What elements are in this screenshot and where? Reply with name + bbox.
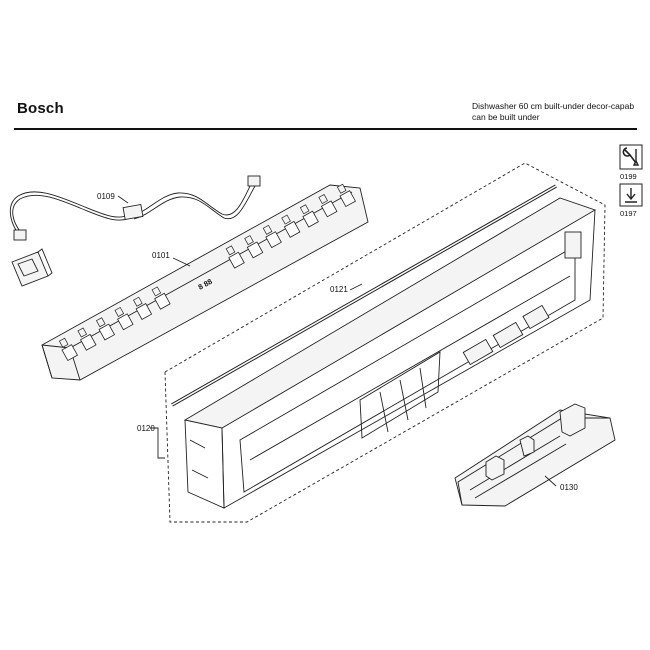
part-label-handle: 0130 (560, 483, 578, 492)
part-label-module: 0101 (152, 251, 170, 260)
module-button-cell (117, 313, 134, 331)
module-button-cell (283, 220, 301, 238)
control-module: 8 88 (41, 183, 369, 381)
trim-strip (171, 184, 557, 407)
module-clip-tab (299, 204, 310, 215)
part-label-panel: 0120 (137, 424, 155, 433)
wiring-harness (9, 175, 261, 241)
control-panel (183, 197, 597, 509)
part-label-trim: 0121 (330, 285, 348, 294)
module-clip-tab (244, 235, 254, 246)
module-clip-tab (262, 224, 273, 235)
header-rule (14, 128, 637, 130)
module-button-cell (135, 303, 153, 320)
leader-trim (349, 283, 363, 291)
module-clip-tab (281, 214, 291, 225)
wrench-screwdriver-icon[interactable] (619, 144, 643, 170)
part-label-harness: 0109 (97, 192, 115, 201)
module-clip-tab (114, 306, 125, 317)
module-clip-tab (133, 296, 143, 307)
down-icon-code: 0197 (620, 209, 637, 218)
module-clip-tab (77, 327, 88, 338)
leader-panel (150, 427, 165, 459)
module-clip-tab (95, 317, 106, 328)
module-button-cell (79, 333, 97, 351)
module-button-cell (339, 190, 356, 208)
description-line-1: Dishwasher 60 cm built-under decor-capab (472, 101, 635, 111)
description-line-2: can be built under (472, 112, 540, 122)
connector-clip (11, 248, 53, 287)
handle (454, 403, 616, 507)
module-clip-tab (225, 245, 236, 256)
module-button-cell (246, 241, 264, 259)
module-clip-tab (318, 194, 328, 205)
module-button-cell (302, 210, 319, 228)
leader-harness (117, 195, 129, 204)
leader-handle (544, 475, 557, 487)
arrow-down-icon[interactable] (619, 183, 643, 207)
diagram-description: Dishwasher 60 cm built-under decor-capab… (472, 101, 647, 123)
assembly-outline (164, 162, 606, 523)
module-button-cell (320, 200, 338, 218)
module-button-cell (154, 292, 171, 310)
module-button-cell (98, 323, 116, 341)
module-button-cell (265, 231, 282, 249)
module-button-cell (61, 344, 78, 362)
brand-logo: Bosch (17, 100, 64, 117)
tool-icon-code: 0199 (620, 172, 637, 181)
module-clip-tab (58, 337, 69, 348)
module-clip-tab (151, 286, 162, 297)
module-button-cell (228, 251, 245, 269)
module-clip-tab (336, 183, 347, 194)
leader-module (172, 257, 191, 267)
